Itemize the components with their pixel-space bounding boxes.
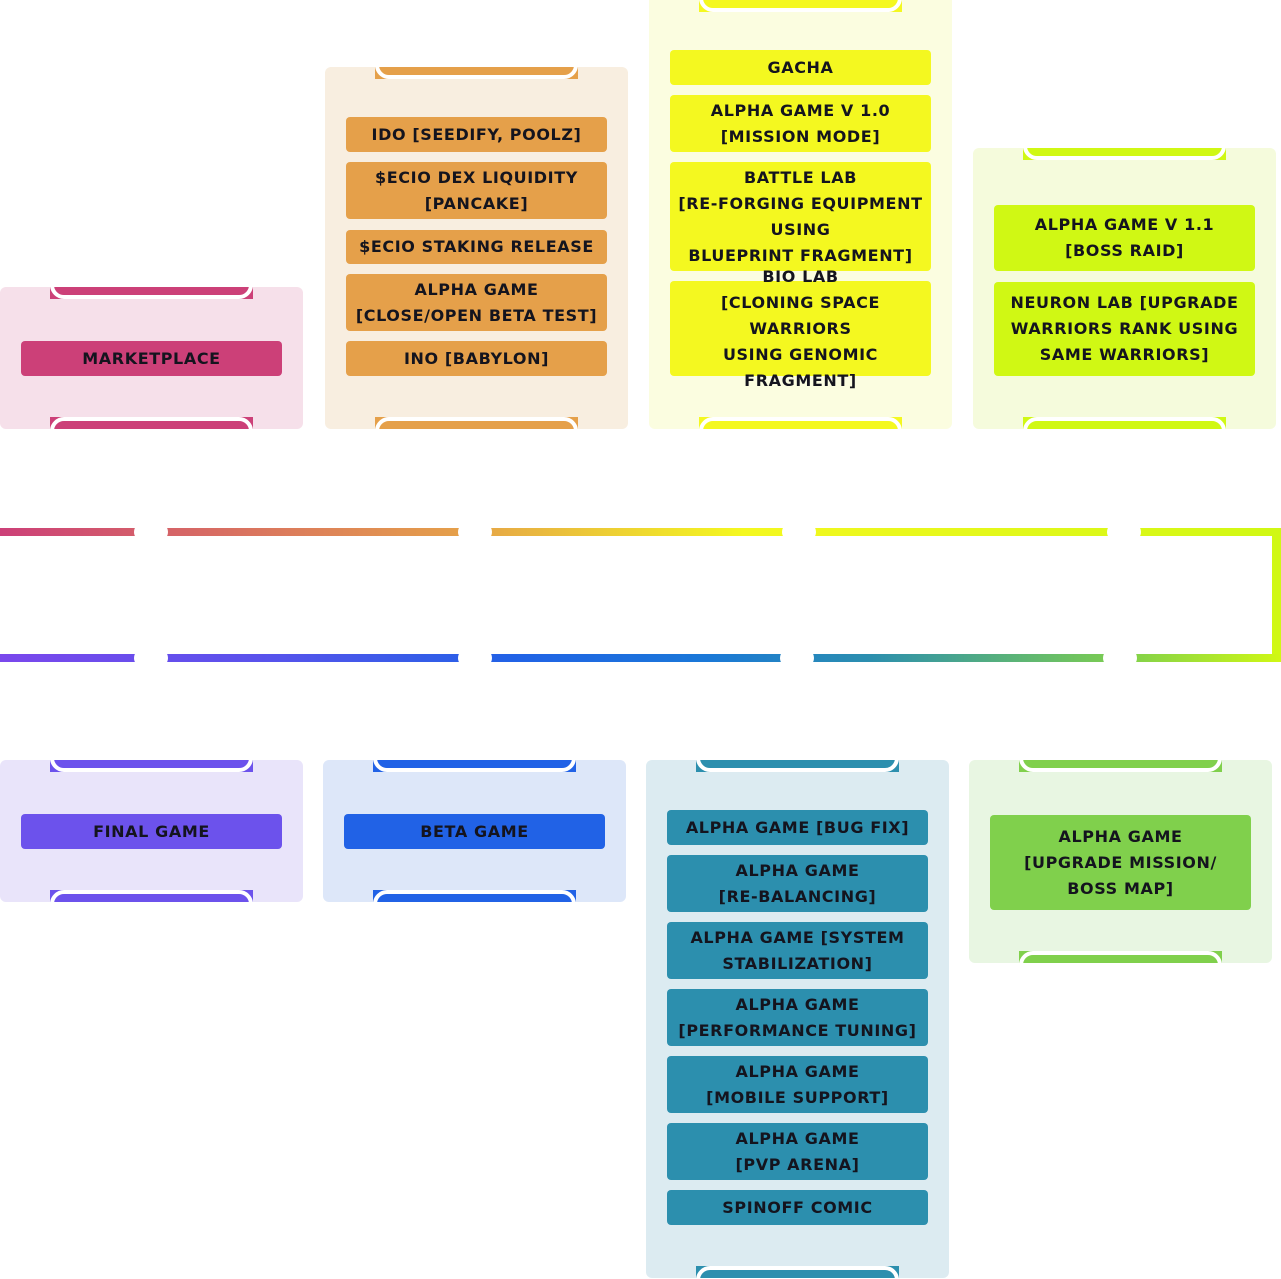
roadmap-item: ALPHA GAME [MOBILE SUPPORT] [667,1056,928,1113]
card-bottom-tab [50,417,253,429]
card-top-tab [50,287,253,299]
roadmap-item: GACHA [670,50,931,85]
card-top-tab [696,760,899,772]
timeline-node [782,523,816,541]
card-top-tab [50,760,253,772]
roadmap-item: ALPHA GAME [PVP ARENA] [667,1123,928,1180]
roadmap-item: IDO [SEEDIFY, POOLZ] [346,117,607,152]
roadmap-item: ALPHA GAME [PERFORMANCE TUNING] [667,989,928,1046]
roadmap-item: NEURON LAB [UPGRADE WARRIORS RANK USING … [994,282,1255,376]
roadmap-item: BATTLE LAB [RE-FORGING EQUIPMENT USING B… [670,162,931,271]
timeline-node [458,523,492,541]
timeline-node [1107,523,1141,541]
phase-card-ido: IDO [SEEDIFY, POOLZ] $ECIO DEX LIQUIDITY… [325,67,628,429]
phase-card-gacha: GACHA ALPHA GAME V 1.0 [MISSION MODE] BA… [649,0,952,429]
timeline-bottom-line [0,654,1281,662]
roadmap-item: SPINOFF COMIC [667,1190,928,1225]
card-top-tab [1023,148,1226,160]
roadmap-item: $ECIO DEX LIQUIDITY [PANCAKE] [346,162,607,219]
timeline-node [780,649,814,667]
roadmap-item: BETA GAME [344,814,605,849]
roadmap-item: BIO LAB [CLONING SPACE WARRIORS USING GE… [670,267,931,390]
card-top-tab [375,67,578,79]
roadmap-item: ALPHA GAME [SYSTEM STABILIZATION] [667,922,928,979]
roadmap-item: MARKETPLACE [21,341,282,376]
card-top-tab [699,0,902,12]
roadmap-item: ALPHA GAME [UPGRADE MISSION/ BOSS MAP] [990,815,1251,910]
phase-card-alpha-fixes: ALPHA GAME [BUG FIX] ALPHA GAME [RE-BALA… [646,760,949,1278]
roadmap-item: ALPHA GAME [BUG FIX] [667,810,928,845]
roadmap-item: ALPHA GAME V 1.1 [BOSS RAID] [994,205,1255,271]
card-top-tab [373,760,576,772]
card-bottom-tab [1023,417,1226,429]
phase-card-upgrade-mission: ALPHA GAME [UPGRADE MISSION/ BOSS MAP] [969,760,1272,963]
timeline-node [134,523,168,541]
card-bottom-tab [50,890,253,902]
timeline-connector [1272,528,1281,662]
card-bottom-tab [1019,951,1222,963]
timeline-node [134,649,168,667]
phase-card-final-game: FINAL GAME [0,760,303,902]
roadmap-item: ALPHA GAME [RE-BALANCING] [667,855,928,912]
roadmap-item: $ECIO STAKING RELEASE [346,230,607,264]
roadmap-item: FINAL GAME [21,814,282,849]
timeline-node [458,649,492,667]
card-bottom-tab [375,417,578,429]
phase-card-alpha-1-1: ALPHA GAME V 1.1 [BOSS RAID] NEURON LAB … [973,148,1276,429]
phase-card-marketplace: MARKETPLACE [0,287,303,429]
card-bottom-tab [696,1266,899,1278]
roadmap-item: ALPHA GAME [CLOSE/OPEN BETA TEST] [346,274,607,331]
card-bottom-tab [699,417,902,429]
card-top-tab [1019,760,1222,772]
roadmap-item: ALPHA GAME V 1.0 [MISSION MODE] [670,95,931,152]
phase-card-beta-game: BETA GAME [323,760,626,902]
roadmap-item: INO [BABYLON] [346,341,607,376]
timeline-node [1103,649,1137,667]
card-bottom-tab [373,890,576,902]
timeline-top-line [0,528,1281,536]
